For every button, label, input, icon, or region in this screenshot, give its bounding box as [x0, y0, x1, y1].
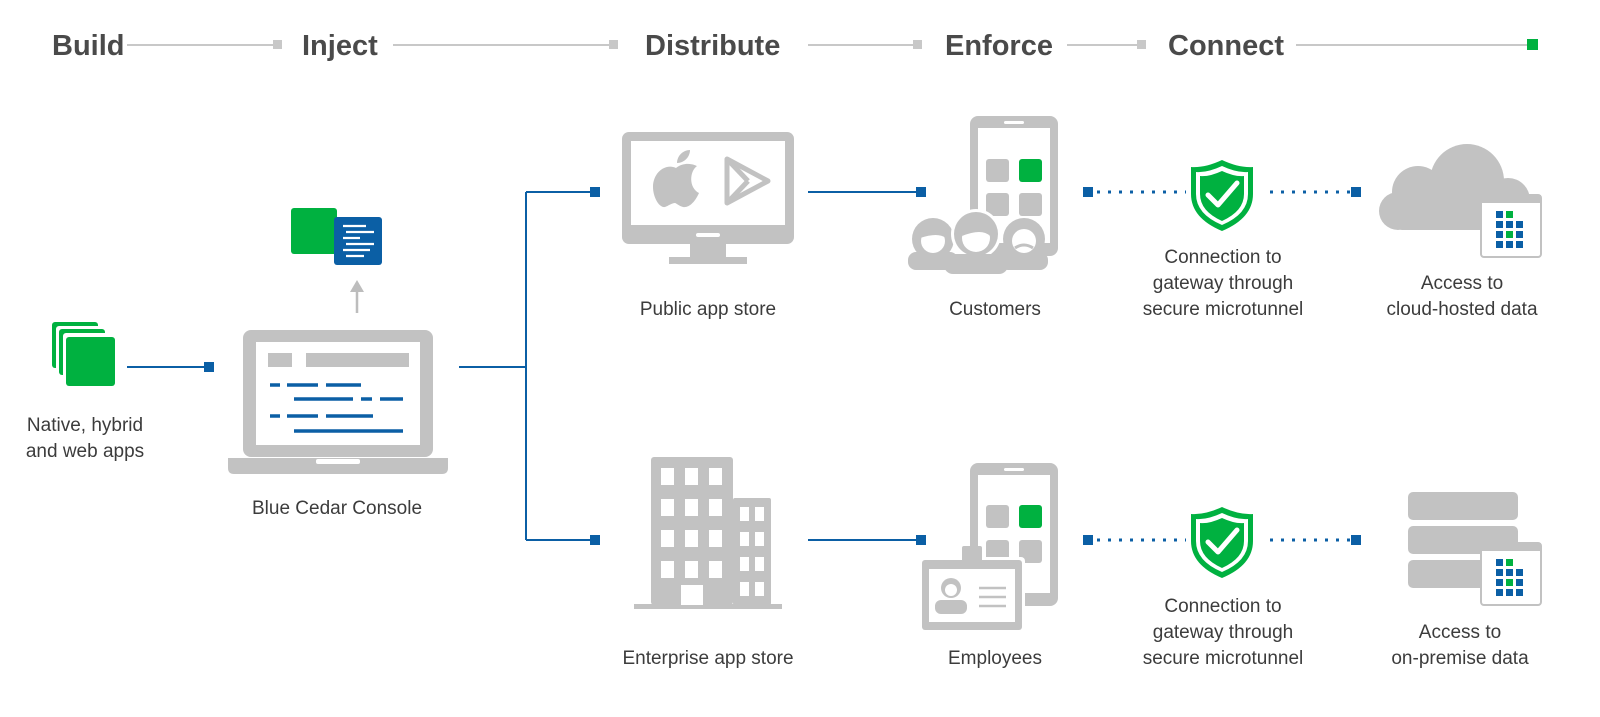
apps-label-line-2: and web apps: [25, 441, 145, 462]
enterprise-store-label: Enterprise app store: [622, 648, 794, 669]
app-stack-icon: [52, 322, 115, 386]
play-store-icon: [724, 156, 771, 206]
shield-check-icon: [1191, 160, 1253, 231]
apps-to-console-connector: [127, 362, 214, 372]
monitor-icon: [622, 132, 794, 264]
connection-label-line-3: secure microtunnel: [1142, 299, 1304, 320]
timeline-end-marker: [1527, 39, 1538, 50]
connection-label-line-3: secure microtunnel: [1142, 648, 1304, 669]
connection-label-line-1: Connection to: [1164, 596, 1282, 617]
customers-people-icon: [908, 209, 1048, 274]
onprem-access-label: Access to on-premise data: [1391, 620, 1528, 672]
data-grid-icon: [1480, 542, 1542, 606]
employees-label: Employees: [948, 648, 1042, 669]
apps-label: Native, hybrid and web apps: [26, 413, 144, 465]
apps-label-line-1: Native, hybrid: [26, 415, 144, 436]
connection-label-top: Connection to gateway through secure mic…: [1143, 245, 1304, 323]
console-label: Blue Cedar Console: [251, 498, 423, 519]
phone-customers-icon: [908, 116, 1058, 274]
cloud-access-label: Access to cloud-hosted data: [1386, 271, 1537, 323]
store-to-users-connectors: [808, 187, 926, 545]
customers-label: Customers: [949, 299, 1041, 320]
microtunnel-connectors: [1083, 187, 1361, 545]
access-to-text: Access to: [1418, 622, 1502, 643]
shield-check-icon: [1191, 507, 1253, 578]
stage-timeline: [127, 39, 1538, 50]
stage-connect: Connect: [1168, 30, 1284, 62]
stage-enforce: Enforce: [945, 30, 1053, 62]
stage-inject: Inject: [302, 30, 378, 62]
data-grid-icon: [1480, 194, 1542, 258]
inject-arrow: [350, 280, 364, 313]
distribution-connector: [459, 187, 600, 545]
connection-label-bottom: Connection to gateway through secure mic…: [1143, 594, 1304, 672]
laptop-icon: [228, 330, 448, 474]
employee-badge-icon: [919, 546, 1025, 633]
cloud-data-text: cloud-hosted data: [1386, 299, 1538, 320]
injected-code-icon: [291, 208, 382, 265]
stage-build: Build: [52, 30, 125, 62]
apple-icon: [653, 150, 699, 208]
connection-label-line-1: Connection to: [1164, 247, 1282, 268]
onprem-data-text: on-premise data: [1391, 648, 1529, 669]
stage-distribute: Distribute: [645, 30, 781, 62]
access-to-text: Access to: [1420, 273, 1504, 294]
office-building-icon: [634, 457, 782, 609]
public-store-label: Public app store: [639, 299, 777, 320]
connection-label-line-2: gateway through: [1152, 622, 1294, 643]
connection-label-line-2: gateway through: [1152, 273, 1294, 294]
phone-badge-icon: [919, 463, 1058, 633]
